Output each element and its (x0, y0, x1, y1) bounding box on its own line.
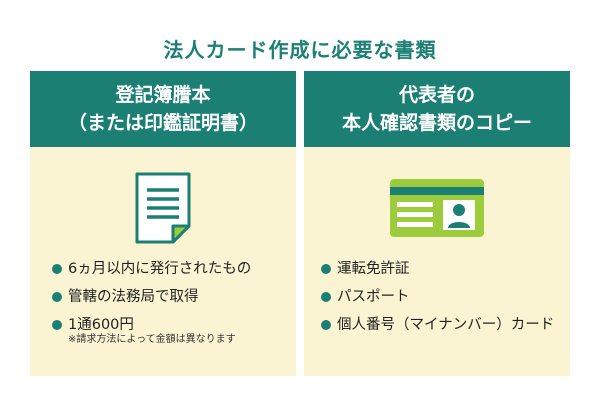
card-header: 登記簿謄本 （または印鑑証明書） (30, 71, 296, 147)
list-item: 1通600円 ※請求方法によって金額は異なります (52, 314, 251, 345)
requirements-list: 6ヵ月以内に発行されたもの 管轄の法務局で取得 1通600円 ※請求方法によって… (52, 258, 251, 345)
card-header-line1: 代表者の (398, 84, 475, 106)
page-title: 法人カード作成に必要な書類 (163, 38, 437, 62)
bullet-icon (321, 292, 331, 302)
card-header-line1: 登記簿謄本 (115, 84, 211, 106)
icon-area (30, 172, 296, 247)
id-document-card: 代表者の 本人確認書類のコピー 運転免許証 パスポート (304, 71, 570, 376)
icon-area (304, 172, 570, 247)
list-item: パスポート (321, 286, 554, 314)
requirements-list: 運転免許証 パスポート 個人番号（マイナンバー）カード (321, 258, 554, 342)
list-item: 個人番号（マイナンバー）カード (321, 314, 554, 342)
card-header: 代表者の 本人確認書類のコピー (304, 71, 570, 147)
list-item: 6ヵ月以内に発行されたもの (52, 258, 251, 286)
bullet-icon (52, 292, 62, 302)
bullet-icon (52, 264, 62, 274)
id-card-icon (390, 179, 484, 237)
list-item: 管轄の法務局で取得 (52, 286, 251, 314)
bullet-icon (52, 320, 62, 330)
document-icon (135, 172, 191, 244)
list-item: 運転免許証 (321, 258, 554, 286)
bullet-icon (321, 320, 331, 330)
registry-card: 登記簿謄本 （または印鑑証明書） 6ヵ月以内に発行されたもの 管轄の法務局で取得 (30, 71, 296, 376)
card-header-line2: （または印鑑証明書） (67, 112, 258, 134)
fee-note: ※請求方法によって金額は異なります (68, 334, 236, 345)
card-header-line2: 本人確認書類のコピー (341, 112, 532, 134)
bullet-icon (321, 264, 331, 274)
